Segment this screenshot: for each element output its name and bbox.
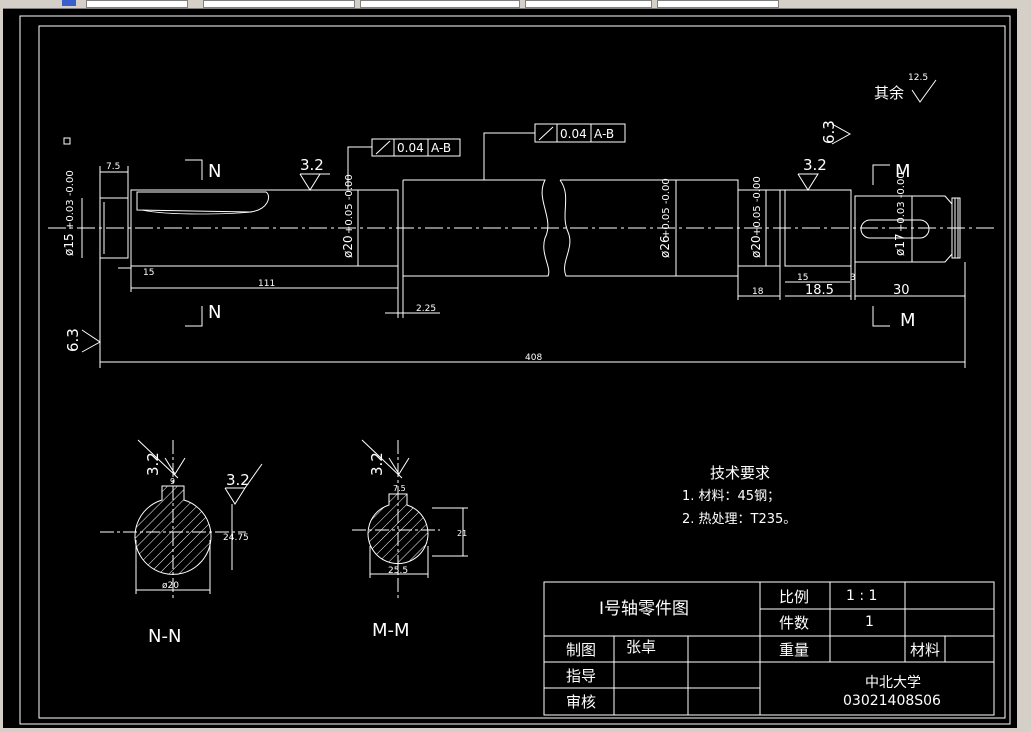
mm-key-width: 7.5 — [393, 484, 406, 493]
title-weight-label: 重量 — [779, 641, 809, 659]
tolerance-frame-2 — [483, 123, 626, 180]
title-scale-label: 比例 — [779, 588, 809, 606]
section-mm — [352, 439, 468, 600]
roughness-other-value: 12.5 — [908, 73, 928, 83]
nn-diameter: ø20 — [162, 581, 179, 591]
title-review-label: 审核 — [566, 693, 596, 711]
diameter-20a-tol: +0.05 -0.00 — [344, 174, 355, 234]
toolbar-field-2[interactable] — [203, 0, 355, 8]
dim-30: 30 — [893, 283, 910, 298]
diameter-26: ø26 — [658, 235, 672, 258]
toolbar-field-5[interactable] — [657, 0, 779, 8]
tech-req-line-2: 2. 热处理：T235。 — [682, 512, 796, 527]
tech-req-line-1: 1. 材料：45钢； — [682, 489, 780, 504]
nn-roughness-1: 3.2 — [144, 452, 162, 476]
roughness-other-label: 其余 — [874, 84, 904, 102]
toolbar-field-1[interactable] — [86, 0, 188, 8]
title-code: 03021408S06 — [843, 693, 941, 709]
roughness-32-b: 3.2 — [803, 156, 827, 174]
dim-111: 111 — [258, 279, 275, 289]
diameter-15: ø15 — [62, 233, 76, 256]
title-block — [543, 581, 995, 716]
window-bottom-edge — [0, 728, 1031, 732]
mm-roughness-1: 3.2 — [368, 452, 386, 476]
section-markers — [185, 159, 890, 327]
section-nn-title: N-N — [148, 626, 181, 647]
toolbar-field-3[interactable] — [360, 0, 520, 8]
nn-depth: 24.75 — [223, 533, 249, 543]
tolerance-frame-1 — [347, 138, 461, 190]
diameter-17-tol: +0.03 -0.00 — [896, 172, 907, 232]
dim-15a: 15 — [143, 268, 154, 278]
length-dimension-lines — [99, 166, 966, 368]
roughness-32-a: 3.2 — [300, 156, 324, 174]
dim-3: 3 — [850, 273, 856, 283]
dim-18: 18 — [752, 287, 764, 297]
section-label-m-top: M — [895, 161, 911, 182]
nn-roughness-2: 3.2 — [226, 471, 250, 489]
title-qty-label: 件数 — [779, 614, 809, 632]
section-label-n-top: N — [208, 161, 221, 182]
title-scale-value: 1 : 1 — [846, 588, 877, 604]
app-icon[interactable] — [62, 0, 76, 6]
diameter-20a: ø20 — [341, 235, 355, 258]
mm-depth: 21 — [457, 529, 467, 538]
window-scrollbar[interactable] — [1017, 8, 1031, 732]
title-material-label: 材料 — [910, 641, 940, 659]
toolbar — [0, 0, 1031, 9]
dim-15b: 15 — [797, 273, 808, 283]
roughness-63-b: 6.3 — [64, 328, 82, 352]
diameter-20b: ø20 — [749, 235, 763, 258]
diameter-15-tol: +0.03 -0.00 — [65, 170, 76, 230]
tolerance-2-value: 0.04 — [560, 127, 587, 141]
section-label-n-bottom: N — [208, 302, 221, 323]
tolerance-1-datum: A-B — [431, 141, 451, 155]
nn-key-width: 9 — [170, 477, 175, 486]
toolbar-field-4[interactable] — [525, 0, 652, 8]
tech-req-title: 技术要求 — [710, 464, 770, 482]
outer-frame — [19, 15, 1011, 725]
title-guide-label: 指导 — [566, 667, 596, 685]
title-drawn-label: 制图 — [566, 641, 596, 659]
diameter-26-tol: +0.05 -0.00 — [661, 178, 672, 238]
dim-408: 408 — [525, 353, 542, 363]
diameter-20b-tol: +0.05 -0.00 — [752, 176, 763, 236]
title-drawn-by: 张卓 — [626, 638, 656, 656]
mm-diameter: 25.5 — [388, 566, 408, 576]
inner-frame — [38, 25, 1006, 719]
title-school: 中北大学 — [865, 675, 921, 691]
diameter-dimension-lines — [81, 180, 913, 276]
diameter-17: ø17 — [893, 233, 907, 256]
tolerance-2-datum: A-B — [594, 127, 614, 141]
section-nn — [100, 439, 263, 600]
point-marker — [63, 137, 71, 145]
dim-7-5: 7.5 — [106, 162, 120, 172]
title-part-name: I号轴零件图 — [599, 599, 689, 619]
section-label-m-bottom: M — [900, 310, 916, 331]
title-qty-value: 1 — [865, 614, 874, 630]
roughness-63-a: 6.3 — [820, 120, 838, 144]
dim-18-5: 18.5 — [805, 283, 834, 298]
window-left-edge — [0, 8, 3, 732]
dim-2-25: 2.25 — [416, 304, 436, 314]
section-mm-title: M-M — [372, 620, 410, 641]
roughness-symbols — [81, 79, 937, 353]
tolerance-1-value: 0.04 — [397, 141, 424, 155]
